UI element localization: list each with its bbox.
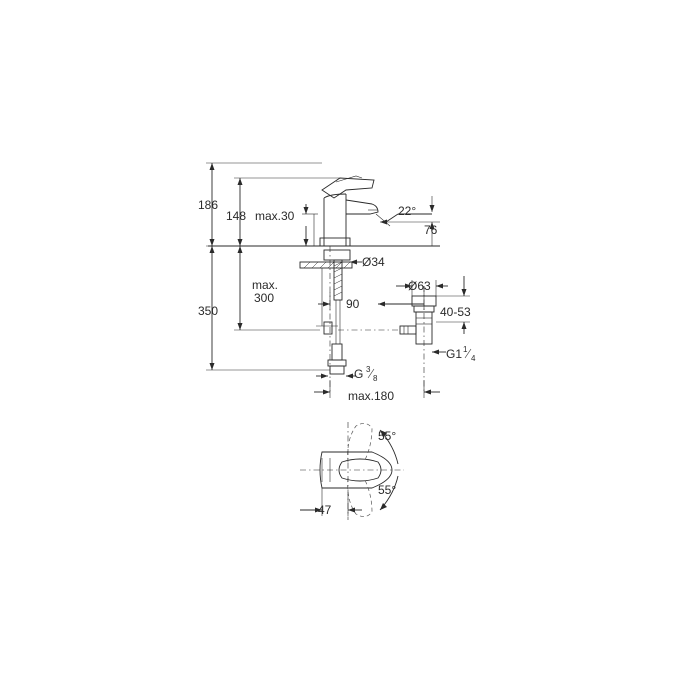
- dim-below-max-prefix: max.: [252, 278, 278, 292]
- dim-supply-thread-num: 3: [366, 365, 371, 374]
- dim-overall-height: 186: [198, 198, 218, 212]
- waste-range-dimension: [436, 276, 470, 334]
- dim-lever-depth: 47: [318, 503, 332, 517]
- dim-spout-reach: 76: [424, 223, 438, 237]
- supply-thread-dimension: [316, 373, 356, 379]
- dim-handle-clearance: max.30: [255, 209, 295, 223]
- dim-below-max-value: 300: [254, 291, 274, 305]
- lever-angle-dimensions: [379, 429, 399, 511]
- dim-waste-thread-prefix: G1: [446, 347, 462, 361]
- dim-waste-thread-den: 4: [471, 354, 476, 363]
- waste-thread-dimension: [432, 349, 446, 355]
- dim-waste-range: 40-53: [440, 305, 471, 319]
- spout-dimensions: [375, 196, 440, 246]
- dim-supply-thread-den: 8: [373, 374, 378, 383]
- lever-depth-dimension: [300, 488, 362, 516]
- dim-hole-diameter: Ø34: [362, 255, 385, 269]
- dim-body-height: 148: [226, 209, 246, 223]
- dim-below-height: 350: [198, 304, 218, 318]
- waste-offset-dimension: [318, 286, 425, 310]
- hole-diameter-dimension: [350, 259, 362, 265]
- dim-spout-angle: 22°: [398, 204, 416, 218]
- left-dimensions: [206, 162, 340, 371]
- dim-lever-angle-upper: 55°: [378, 429, 396, 443]
- dim-supply-thread-prefix: G: [354, 367, 363, 381]
- dim-waste-thread-num: 1: [463, 345, 468, 354]
- dim-waste-diameter: Ø63: [408, 279, 431, 293]
- max-spread-dimension: [314, 380, 440, 398]
- dim-waste-offset: 90: [346, 297, 360, 311]
- dim-max-spread: max.180: [348, 389, 394, 403]
- dim-lever-angle-lower: 55°: [378, 483, 396, 497]
- waste-diameter-dimension: [396, 280, 448, 296]
